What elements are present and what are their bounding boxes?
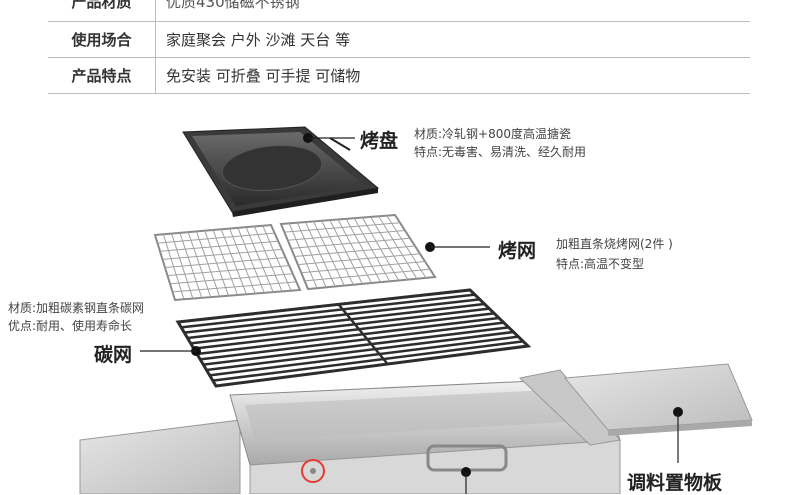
grill-net-image [153,213,437,302]
spec-value: 家庭聚会 户外 沙滩 天台 等 [155,21,750,58]
spec-value: 免安装 可折叠 可手提 可储物 [155,57,750,94]
spec-value: 优质430储磁不锈钢 [155,0,750,22]
spec-row: 产品特点 免安装 可折叠 可手提 可储物 [48,57,750,94]
grill-leader [425,242,490,252]
tray-desc-1: 材质:冷轧钢+800度高温搪瓷 [414,127,572,141]
carbon-desc-1: 材质:加粗碳素钢直条碳网 [8,301,145,315]
stove-image [79,363,753,494]
grill-title: 烤网 [498,240,537,262]
carbon-net-image [175,288,532,388]
tray-leader [303,133,355,143]
shelf-title: 调料置物板 [627,472,723,494]
tray-title: 烤盘 [360,130,399,152]
grill-desc-2: 特点:高温不变型 [556,257,645,271]
carbon-title: 碳网 [94,344,133,366]
spec-key: 使用场合 [48,21,156,58]
spec-row: 使用场合 家庭聚会 户外 沙滩 天台 等 [48,21,750,58]
tray-desc-2: 特点:无毒害、易清洗、经久耐用 [414,145,587,159]
carbon-leader [140,346,201,356]
handle-leader [461,467,471,494]
shelf-leader [673,407,683,463]
spec-key: 产品特点 [48,57,156,94]
spec-table: 产品材质 优质430储磁不锈钢 使用场合 家庭聚会 户外 沙滩 天台 等 产品特… [48,0,750,94]
spec-row: 产品材质 优质430储磁不锈钢 [48,0,750,22]
tray-image [182,126,380,217]
grill-desc-1: 加粗直条烧烤网(2件 ) [556,237,673,251]
carbon-desc-2: 优点:耐用、使用寿命长 [8,319,133,333]
spec-key: 产品材质 [48,0,156,22]
